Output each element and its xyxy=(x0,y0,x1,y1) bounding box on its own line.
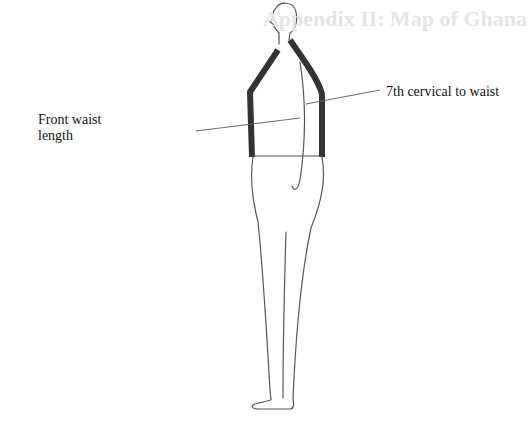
arm-outline xyxy=(292,62,305,189)
leg-outline xyxy=(252,157,324,409)
back-waist-line xyxy=(290,40,322,157)
measure-label: 7th cervical to waist xyxy=(386,84,504,100)
leader-line xyxy=(196,118,300,131)
leg-divide xyxy=(283,232,286,398)
watermark: Appendix II: Map of Ghana xyxy=(263,6,527,32)
waist-line xyxy=(252,155,322,156)
front-waist-line xyxy=(250,50,278,157)
leader-line xyxy=(306,90,380,104)
measure-label: Front waist length xyxy=(38,112,134,144)
